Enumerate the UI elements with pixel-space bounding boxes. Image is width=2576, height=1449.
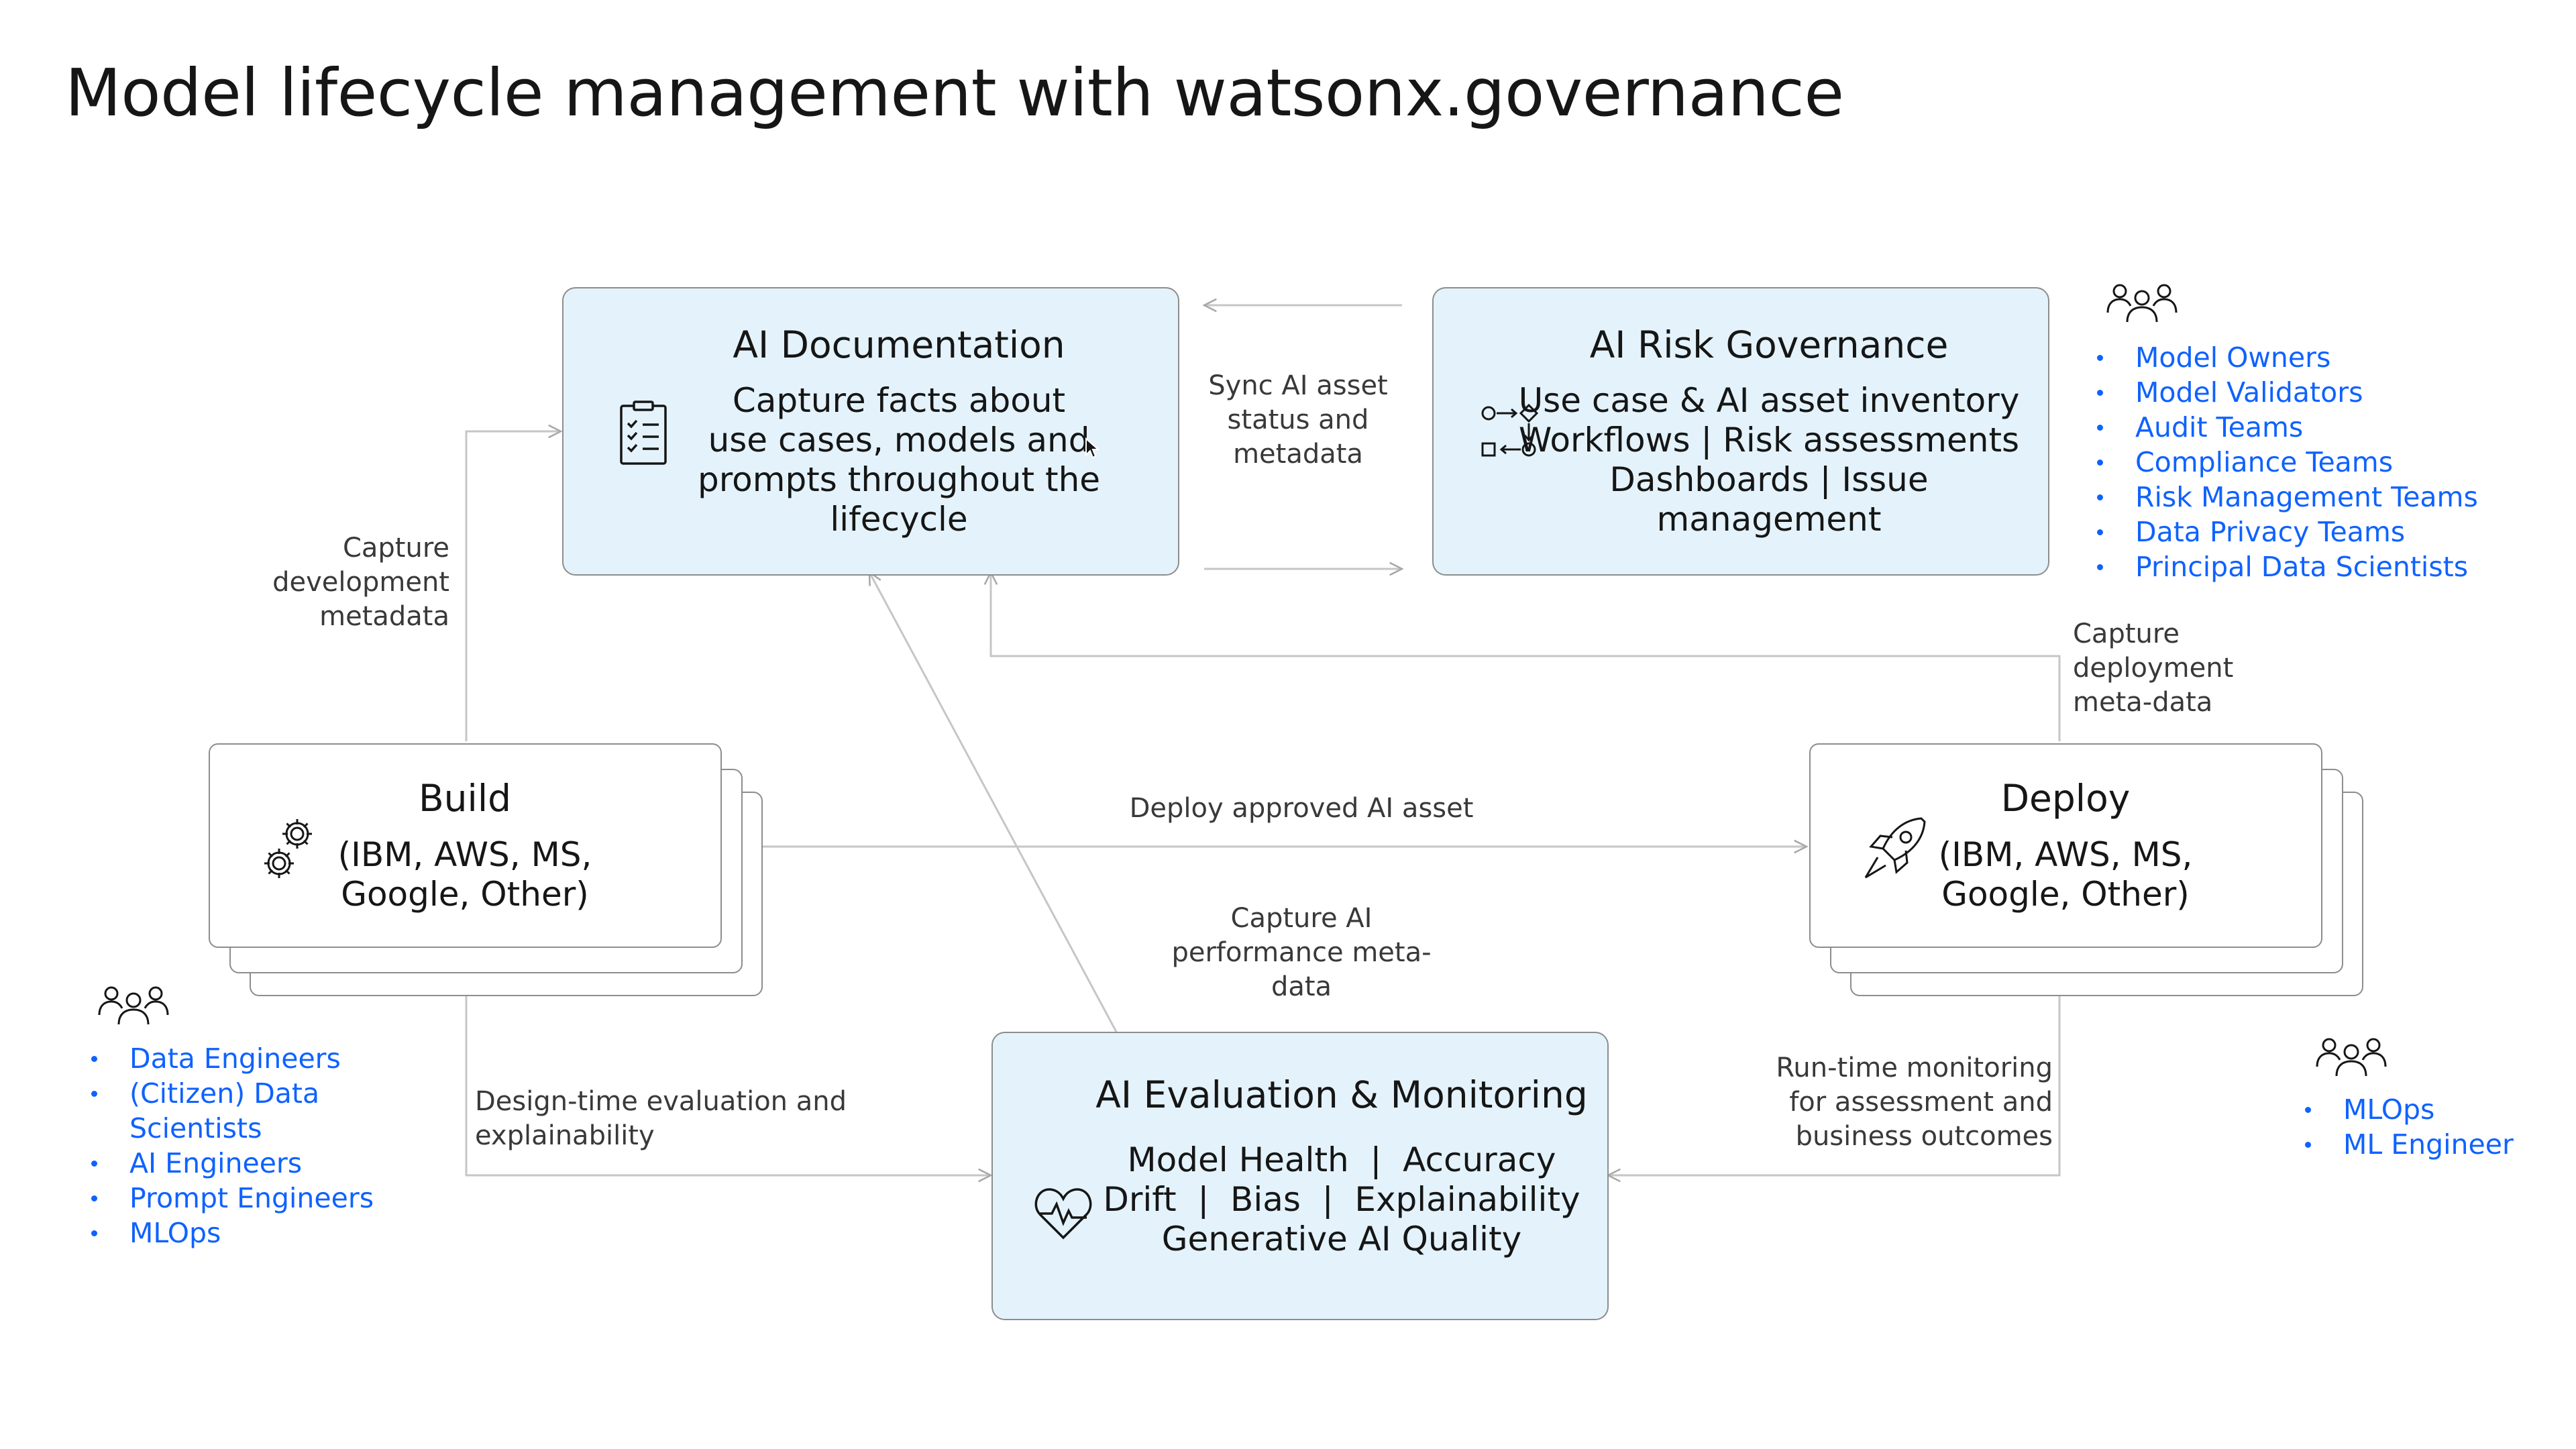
ai-evaluation-title: AI Evaluation & Monitoring xyxy=(1095,1073,1588,1116)
build-title: Build xyxy=(418,777,512,820)
deploy-approved-label: Deploy approved AI asset xyxy=(1129,793,1474,824)
ai-evaluation-description: Model Health | Accuracy Drift | Bias | E… xyxy=(1103,1140,1580,1258)
deploy-box: Deploy (IBM, AWS, MS, Google, Other) xyxy=(1809,743,2322,948)
deploy-roles-list: MLOps ML Engineer xyxy=(2305,1092,2514,1162)
list-item: Data Privacy Teams xyxy=(2097,515,2478,549)
capture-deploy-label: Capture deployment meta-data xyxy=(2073,619,2234,718)
ai-risk-governance-box: AI Risk Governance Use case & AI asset i… xyxy=(1432,287,2049,576)
people-group-icon xyxy=(2316,1038,2387,1077)
ai-documentation-box: AI Documentation Capture facts about use… xyxy=(562,287,1179,576)
people-group-icon xyxy=(98,986,169,1025)
build-description: (IBM, AWS, MS, Google, Other) xyxy=(337,835,592,914)
capture-dev-label: Capture development metadata xyxy=(272,533,449,632)
list-item: Compliance Teams xyxy=(2097,445,2478,480)
list-item: Prompt Engineers xyxy=(91,1181,374,1216)
ai-risk-governance-title: AI Risk Governance xyxy=(1589,323,1949,366)
ai-documentation-title: AI Documentation xyxy=(733,323,1065,366)
build-roles-list: Data Engineers (Citizen) Data Scientists… xyxy=(91,1041,374,1250)
list-item: (Citizen) Data xyxy=(91,1076,374,1111)
people-group-icon xyxy=(2106,284,2178,323)
list-item: Audit Teams xyxy=(2097,410,2478,445)
list-item: MLOps xyxy=(91,1216,374,1250)
capture-deploy-arrow xyxy=(991,572,2061,741)
list-item: Model Owners xyxy=(2097,340,2478,375)
ai-documentation-description: Capture facts about use cases, models an… xyxy=(697,381,1101,539)
list-item: MLOps xyxy=(2305,1092,2514,1127)
ai-evaluation-box: AI Evaluation & Monitoring Model Health … xyxy=(991,1032,1609,1320)
mouse-cursor-icon xyxy=(1085,437,1099,459)
list-item: Principal Data Scientists xyxy=(2097,549,2478,584)
ai-risk-governance-description: Use case & AI asset inventory Workflows … xyxy=(1518,381,2020,539)
list-item-continuation: Scientists xyxy=(129,1112,262,1144)
sync-label: Sync AI asset status and metadata xyxy=(1208,370,1388,470)
page-title: Model lifecycle management with watsonx.… xyxy=(65,55,1844,131)
heart-pulse-icon xyxy=(1034,1188,1092,1240)
list-item: AI Engineers xyxy=(91,1146,374,1181)
deploy-title: Deploy xyxy=(2000,777,2131,820)
clipboard-checklist-icon xyxy=(620,400,667,465)
gears-icon xyxy=(264,819,312,878)
design-time-label: Design-time evaluation and explainabilit… xyxy=(475,1086,847,1151)
capture-perf-arrow xyxy=(869,572,1118,1032)
runtime-label: Run-time monitoring for assessment and b… xyxy=(1776,1053,2053,1152)
list-item: Data Engineers xyxy=(91,1041,374,1076)
governance-roles-list: Model Owners Model Validators Audit Team… xyxy=(2097,340,2478,584)
capture-dev-arrow xyxy=(465,431,561,741)
design-time-arrow xyxy=(465,996,991,1175)
rocket-icon xyxy=(1864,817,1926,879)
workflow-icon xyxy=(1481,403,1539,457)
list-item: ML Engineer xyxy=(2305,1127,2514,1162)
runtime-arrow xyxy=(1608,996,2061,1175)
list-item: Risk Management Teams xyxy=(2097,480,2478,515)
list-item: Model Validators xyxy=(2097,375,2478,410)
deploy-description: (IBM, AWS, MS, Google, Other) xyxy=(1938,835,2193,914)
capture-perf-label: Capture AI performance meta- data xyxy=(1171,903,1432,1002)
build-box: Build (IBM, AWS, MS, Google, Other) xyxy=(209,743,722,948)
